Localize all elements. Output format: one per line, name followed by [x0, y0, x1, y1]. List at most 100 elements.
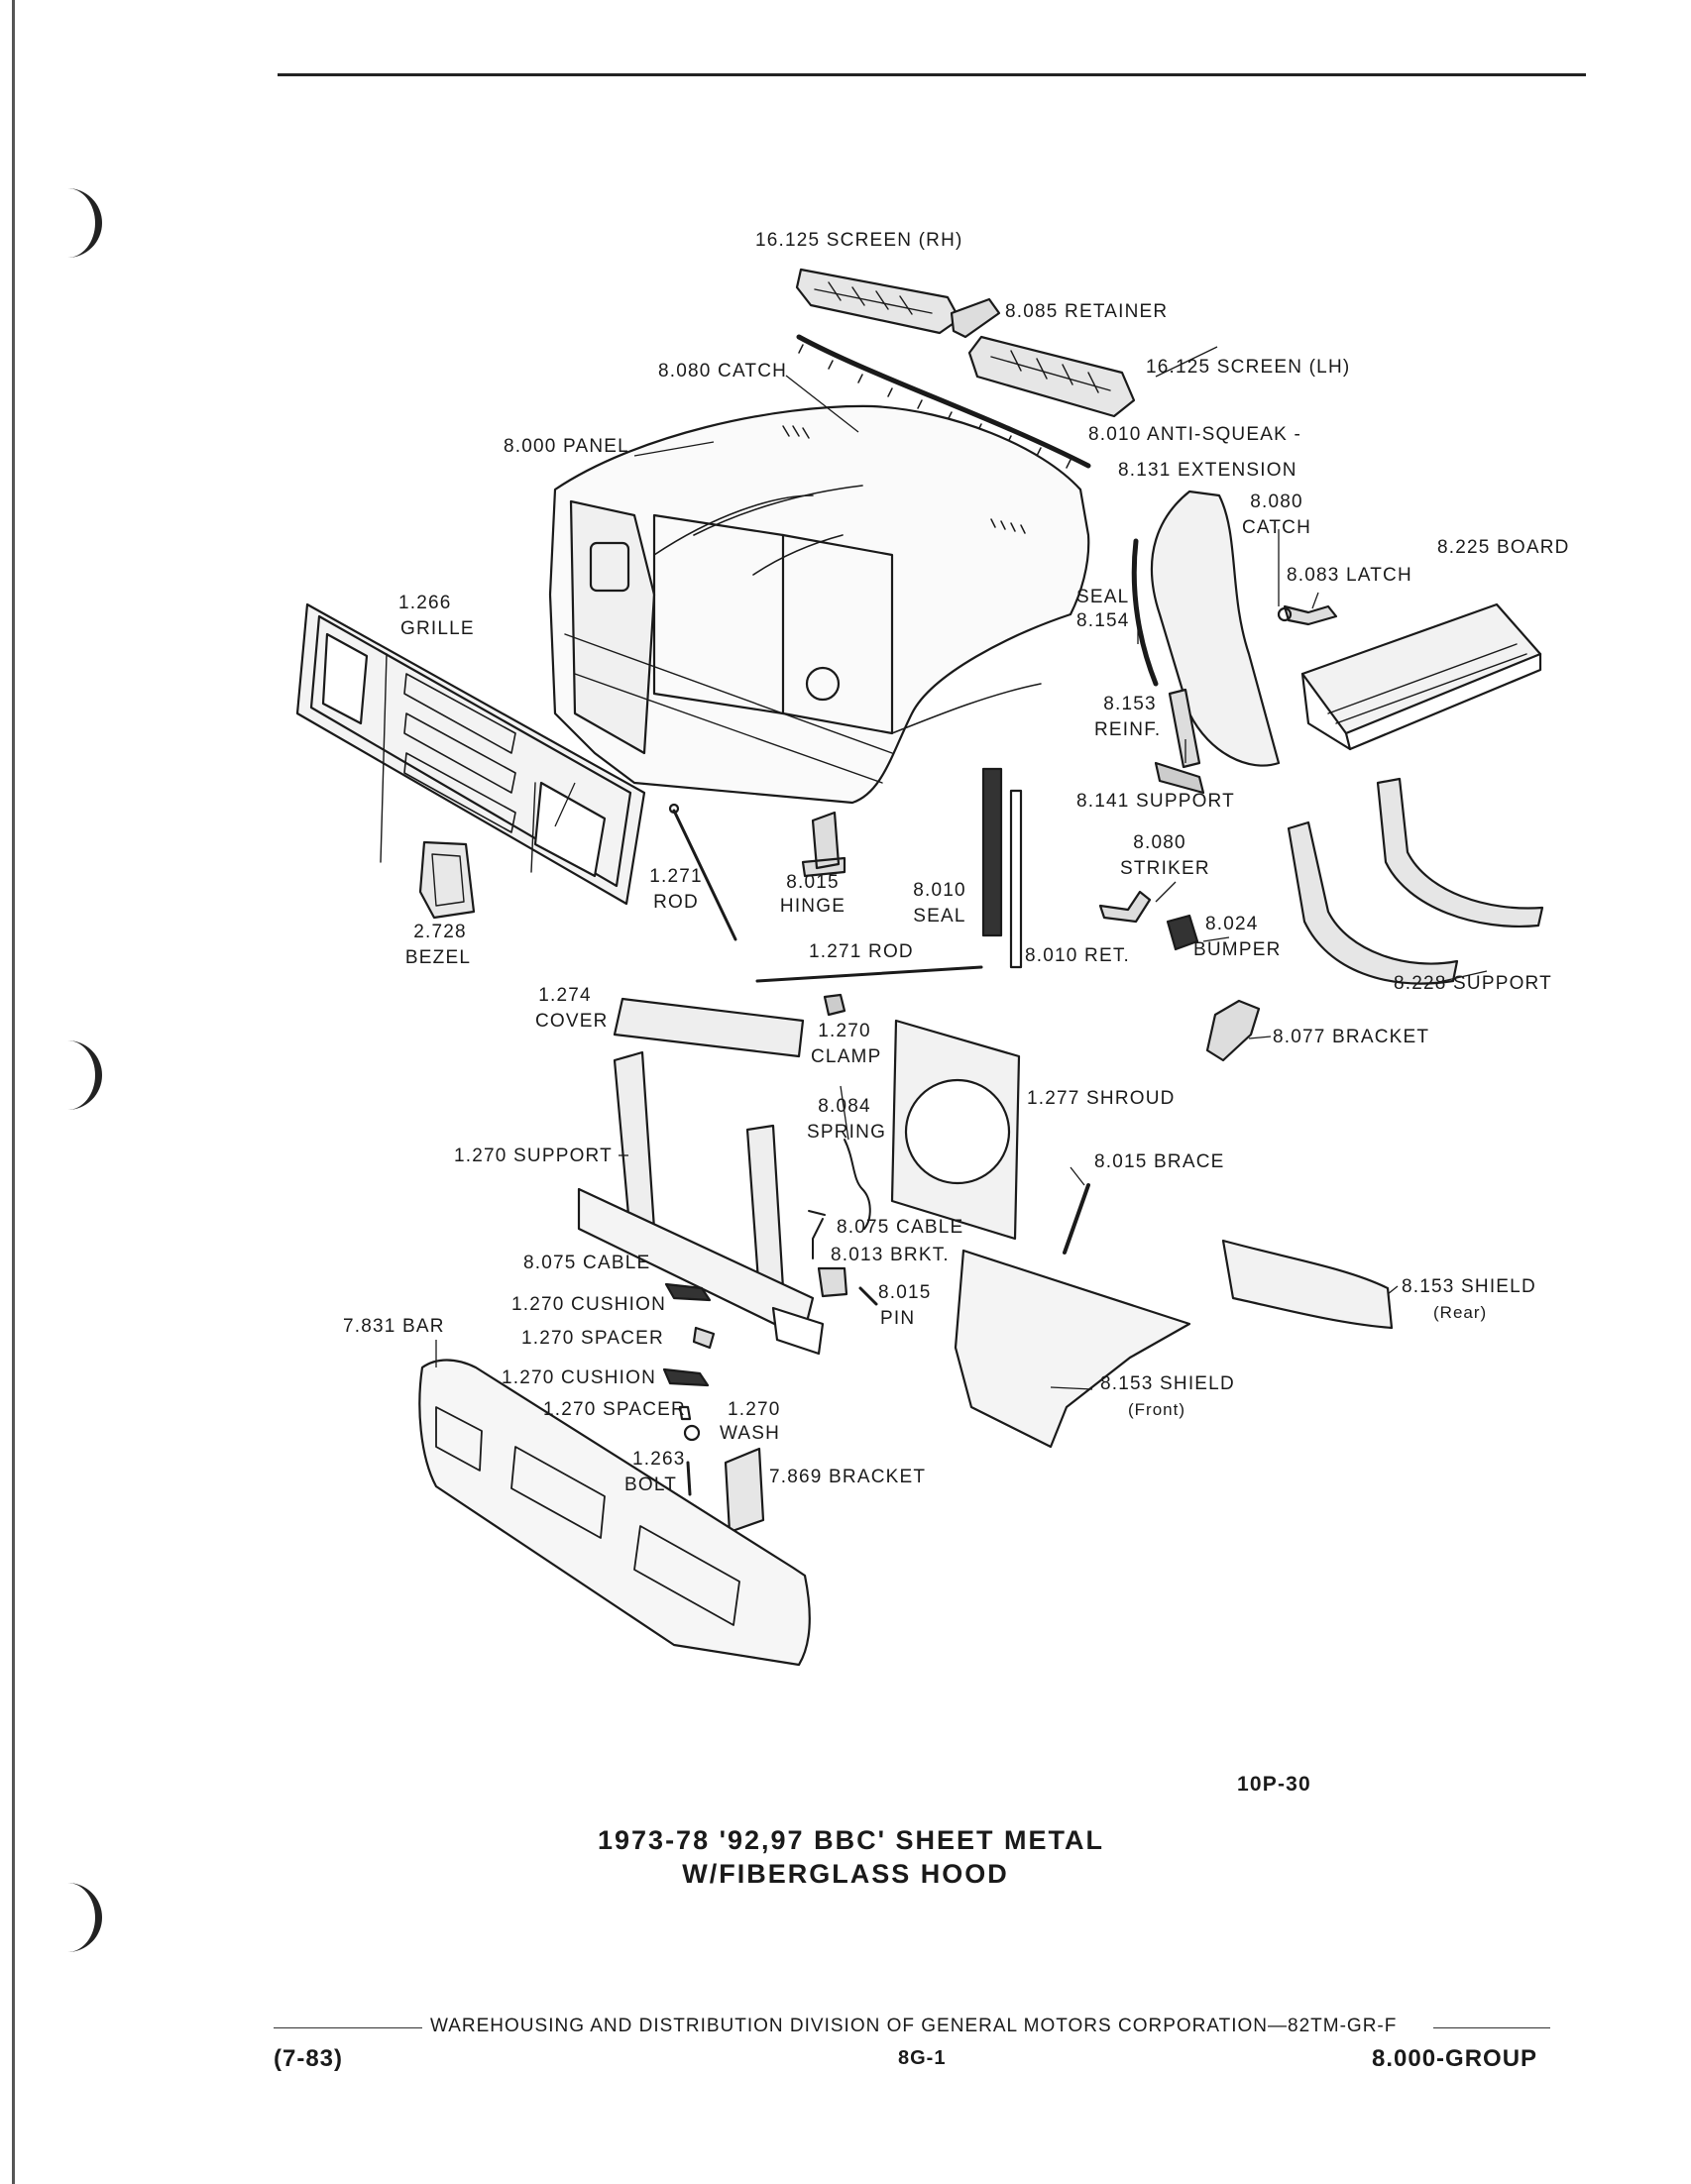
bezel-part: [418, 840, 476, 920]
label-shield-rear-word: (Rear): [1433, 1303, 1488, 1322]
label-spacer2: 1.270 SPACER: [543, 1399, 686, 1420]
footer-rule-left: [274, 2027, 422, 2028]
brkt-part: [817, 1266, 848, 1298]
rod-2-part: [755, 965, 983, 983]
label-seal2-word: SEAL: [913, 906, 966, 927]
label-rod-num: 1.271: [649, 866, 703, 887]
label-bezel-word: BEZEL: [404, 947, 472, 968]
retainer-part: [950, 297, 1001, 339]
label-anti-squeak: 8.010 ANTI-SQUEAK -: [1088, 424, 1301, 445]
cable-right-part: [808, 1210, 826, 1259]
label-catch-num: 8.080: [1250, 491, 1303, 512]
shield-rear-part: [1221, 1239, 1394, 1330]
clamp-part: [823, 993, 846, 1017]
spring-part: [844, 1139, 871, 1230]
striker-part: [1098, 890, 1152, 924]
label-seal-num: 8.154: [1076, 610, 1130, 631]
label-clamp-word: CLAMP: [811, 1046, 882, 1067]
cover-part: [613, 997, 805, 1058]
label-reinf-num: 8.153: [1103, 694, 1157, 714]
figure-code: 10P-30: [1237, 1773, 1311, 1796]
cushion-2-part: [662, 1367, 710, 1387]
ret-part: [1009, 789, 1023, 969]
brace-part: [1063, 1183, 1090, 1255]
label-cable-right: 8.075 CABLE: [837, 1217, 964, 1238]
label-spacer1: 1.270 SPACER: [521, 1328, 664, 1349]
header-rule: [278, 73, 1586, 76]
label-retainer: 8.085 RETAINER: [1005, 301, 1169, 322]
pin-part: [858, 1286, 878, 1306]
footer-division: WAREHOUSING AND DISTRIBUTION DIVISION OF…: [430, 2016, 1398, 2036]
reinf-part: [1168, 688, 1201, 769]
label-wash-word: WASH: [720, 1423, 781, 1444]
rod-part: [672, 809, 737, 941]
bumper-part: [1166, 914, 1199, 951]
label-bumper-word: BUMPER: [1193, 939, 1282, 960]
figure-title-line2: W/FIBERGLASS HOOD: [682, 1859, 1009, 1889]
label-seal-word: SEAL: [1076, 587, 1130, 607]
extension-part: [1150, 490, 1281, 767]
label-support-270: 1.270 SUPPORT: [454, 1146, 613, 1166]
support-141-part: [1154, 761, 1205, 795]
label-board: 8.225 BOARD: [1437, 537, 1570, 558]
label-panel: 8.000 PANEL: [504, 436, 629, 457]
label-rod-word: ROD: [653, 892, 699, 913]
label-shield-front-word: (Front): [1128, 1400, 1185, 1419]
support-228-part: [1287, 777, 1544, 985]
spacer-1-part: [692, 1326, 716, 1350]
label-brace: 8.015 BRACE: [1094, 1151, 1225, 1172]
label-cable-left: 8.075 CABLE: [523, 1253, 651, 1273]
label-rod2: 1.271 ROD: [809, 941, 914, 962]
label-striker-word: STRIKER: [1120, 858, 1210, 879]
label-bolt-num: 1.263: [632, 1449, 686, 1470]
label-cushion2: 1.270 CUSHION: [502, 1367, 657, 1388]
screen-rh-part: [795, 268, 961, 335]
binder-punch-mark: [59, 1883, 102, 1952]
bumper-bar-part: [418, 1359, 811, 1667]
label-bracket-869: 7.869 BRACKET: [769, 1467, 927, 1487]
binder-punch-mark: [59, 1040, 102, 1110]
label-catch-word: CATCH: [1241, 517, 1312, 538]
label-bracket-077: 8.077 BRACKET: [1273, 1027, 1430, 1047]
label-support-228: 8.228 SUPPORT: [1394, 973, 1552, 994]
page-edge: [12, 0, 15, 2184]
hinge-part: [801, 811, 846, 878]
leader-lines: [435, 346, 1488, 1390]
shield-front-part: [954, 1249, 1191, 1449]
label-reinf-word: REINF.: [1094, 719, 1162, 740]
footer-rule-right: [1433, 2027, 1550, 2028]
shroud-part: [890, 1019, 1021, 1241]
label-spring-num: 8.084: [818, 1096, 871, 1117]
label-extension: 8.131 EXTENSION: [1118, 460, 1297, 481]
label-clamp-num: 1.270: [818, 1021, 871, 1041]
label-cushion1: 1.270 CUSHION: [511, 1294, 667, 1315]
label-cover-num: 1.274: [538, 985, 592, 1006]
spacer-2-part: [678, 1405, 692, 1421]
label-spring-word: SPRING: [807, 1122, 887, 1143]
latch-part: [1283, 604, 1338, 626]
label-cover-word: COVER: [535, 1011, 609, 1032]
washer-part: [683, 1424, 701, 1442]
label-pin-num: 8.015: [878, 1282, 932, 1303]
label-hinge-word: HINGE: [779, 896, 846, 917]
hood-panel-part: [548, 404, 1090, 805]
label-bar: 7.831 BAR: [343, 1316, 445, 1337]
label-bezel-num: 2.728: [413, 922, 467, 942]
bracket-869-part: [724, 1447, 765, 1534]
seal-part: [981, 767, 1003, 937]
label-grille-num: 1.266: [398, 593, 452, 613]
anti-squeak-strip: [796, 334, 1091, 469]
label-wash-num: 1.270: [728, 1399, 781, 1420]
label-striker-num: 8.080: [1133, 832, 1186, 853]
label-pin-word: PIN: [880, 1308, 916, 1329]
label-screen-rh: 16.125 SCREEN (RH): [755, 230, 963, 251]
figure-title-line1: 1973-78 '92,97 BBC' SHEET METAL: [598, 1825, 1104, 1855]
cushion-1-part: [664, 1282, 712, 1302]
footer-date: (7-83): [274, 2045, 344, 2072]
radiator-support-part: [577, 1050, 825, 1356]
label-shield-rear-num: 8.153 SHIELD: [1402, 1276, 1536, 1297]
label-hinge-num: 8.015: [786, 872, 840, 893]
label-brkt: 8.013 BRKT.: [831, 1245, 950, 1265]
label-bolt-word: BOLT: [624, 1474, 678, 1495]
